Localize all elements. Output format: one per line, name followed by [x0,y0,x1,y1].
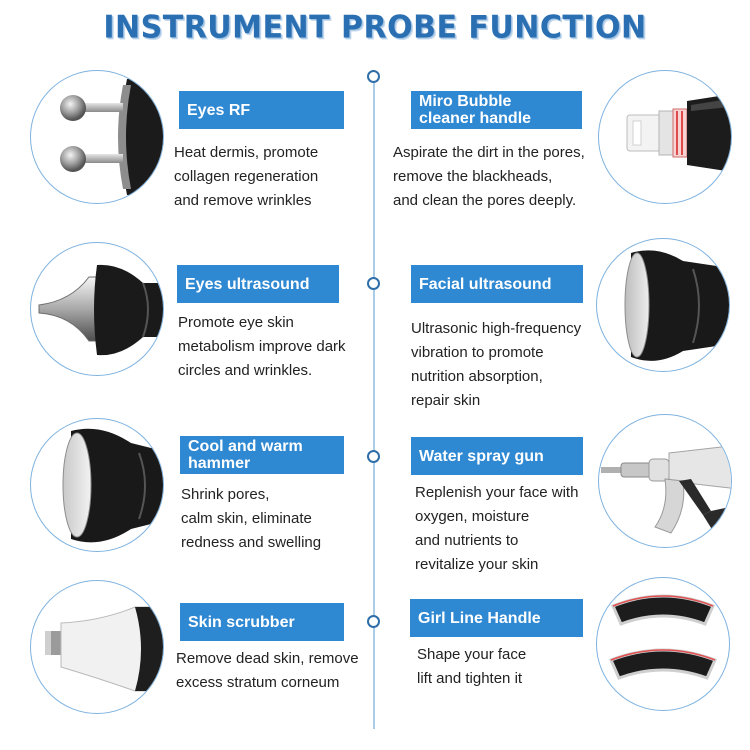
water-spray-gun-icon [598,414,732,548]
girl-line-handle-icon [596,577,730,711]
bubble-cleaner-handle-icon [598,70,732,204]
skin-scrubber-icon [30,580,164,714]
facial-ultrasound-probe-icon [596,238,730,372]
probe-label-skin-scrubber: Skin scrubber [180,603,344,641]
page-title: INSTRUMENT PROBE FUNCTION [103,9,647,46]
probe-label-facial-ultrasound: Facial ultrasound [411,265,583,303]
eyes-ultrasound-probe-icon [30,242,164,376]
probe-desc-bubble-cleaner: Aspirate the dirt in the pores,remove th… [393,144,585,209]
probe-label-eyes-rf: Eyes RF [179,91,344,129]
probe-label-water-spray-gun: Water spray gun [411,437,583,475]
probe-label-girl-line-handle: Girl Line Handle [410,599,583,637]
timeline-line [373,74,375,729]
timeline-dot [367,70,380,83]
probe-label-eyes-ultrasound: Eyes ultrasound [177,265,339,303]
timeline-dot [367,277,380,290]
eyes-rf-probe-icon [30,70,164,204]
cool-warm-hammer-icon [30,418,164,552]
timeline-dot [367,450,380,463]
timeline-dot [367,615,380,628]
